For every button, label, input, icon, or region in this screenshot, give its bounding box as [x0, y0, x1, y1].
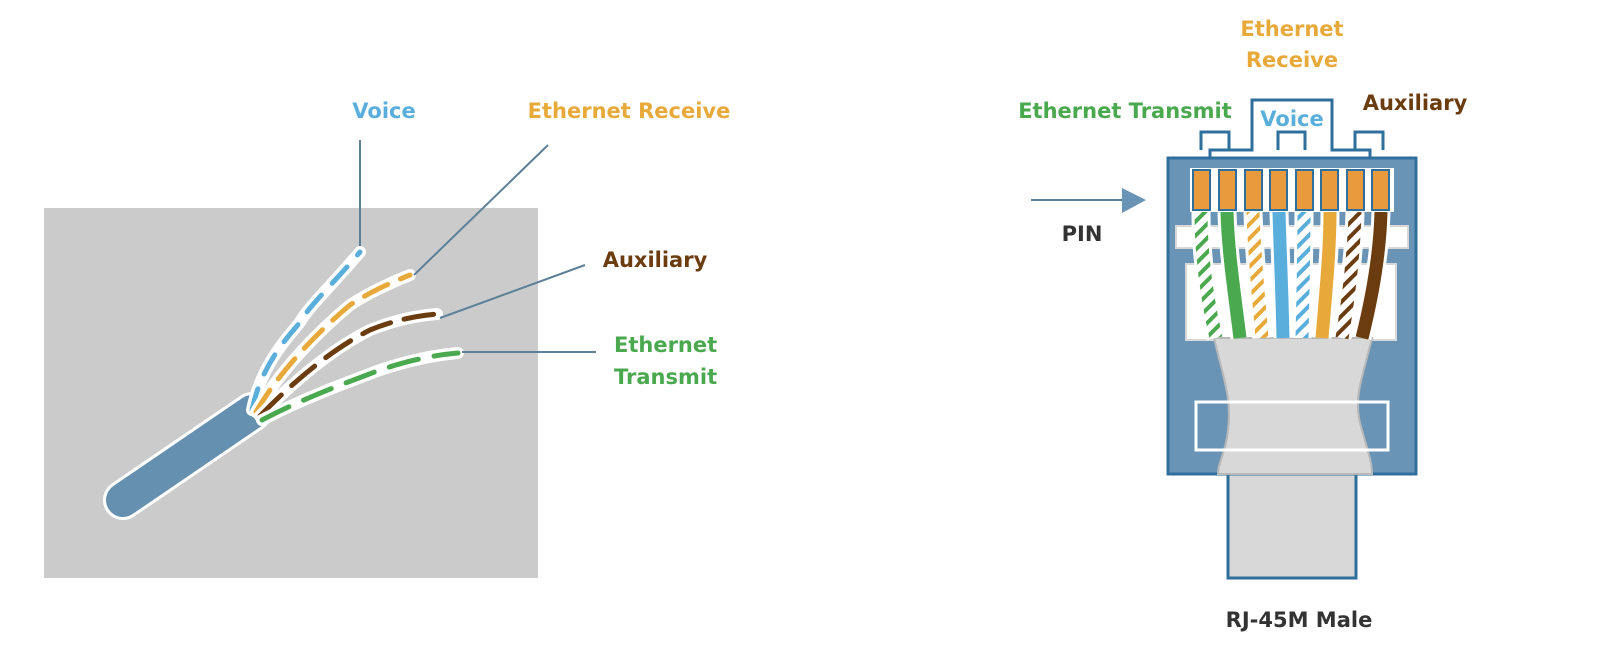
cable-illustration: Voice Ethernet Receive Auxiliary Etherne… [44, 99, 730, 578]
connector-tab [1226, 472, 1358, 580]
connector-label-auxiliary: Auxiliary [1363, 91, 1468, 115]
cable-label-voice: Voice [352, 99, 415, 123]
pin-contact-2 [1218, 169, 1237, 211]
pin-contact-7 [1346, 169, 1365, 211]
connector-label-ethernet-transmit: Ethernet Transmit [1018, 99, 1232, 123]
connector-caption: RJ-45M Male [1226, 608, 1373, 632]
pin-contact-1 [1192, 169, 1211, 211]
pin-contact-5 [1295, 169, 1314, 211]
bracket-ethernet-transmit [1199, 130, 1231, 150]
leader-auxiliary [439, 264, 586, 319]
cable-jacket [103, 392, 272, 520]
cable-label-ethernet-receive: Ethernet Receive [528, 99, 731, 123]
connector-wires [1191, 211, 1391, 341]
cable-leader-lines [359, 140, 596, 353]
pin-contact-6 [1320, 169, 1339, 211]
cable-label-ethernet-transmit-line1: Ethernet [614, 333, 717, 357]
connector-boot [1212, 337, 1374, 475]
pin-contacts [1192, 169, 1390, 211]
bracket-voice [1276, 130, 1307, 150]
bracket-ethernet-receive [1208, 98, 1372, 158]
cable-label-ethernet-transmit-line2: Transmit [614, 365, 717, 389]
pin-group-brackets [1199, 98, 1385, 158]
pin-label: PIN [1062, 222, 1103, 246]
connector-label-ethernet-receive-line1: Ethernet [1240, 17, 1343, 41]
pin-contact-4 [1269, 169, 1288, 211]
bracket-auxiliary [1353, 130, 1385, 150]
connector-label-voice: Voice [1260, 107, 1323, 131]
connector-label-ethernet-receive-line2: Receive [1246, 48, 1338, 72]
wire-pair-ethernet-transmit [256, 347, 464, 426]
wire-pair-ethernet-receive [250, 269, 416, 418]
connector-strain-relief-band [1194, 400, 1390, 452]
rj45-connector-illustration: Ethernet Receive Ethernet Transmit Voice… [1018, 17, 1467, 632]
wire-pair-auxiliary [254, 308, 443, 422]
wire-pair-voice [246, 246, 366, 416]
leader-ethernet-receive [413, 144, 549, 276]
pin-contact-3 [1244, 169, 1263, 211]
pin-contact-8 [1371, 169, 1390, 211]
pin-arrow [1031, 188, 1146, 213]
cable-label-auxiliary: Auxiliary [603, 248, 708, 272]
